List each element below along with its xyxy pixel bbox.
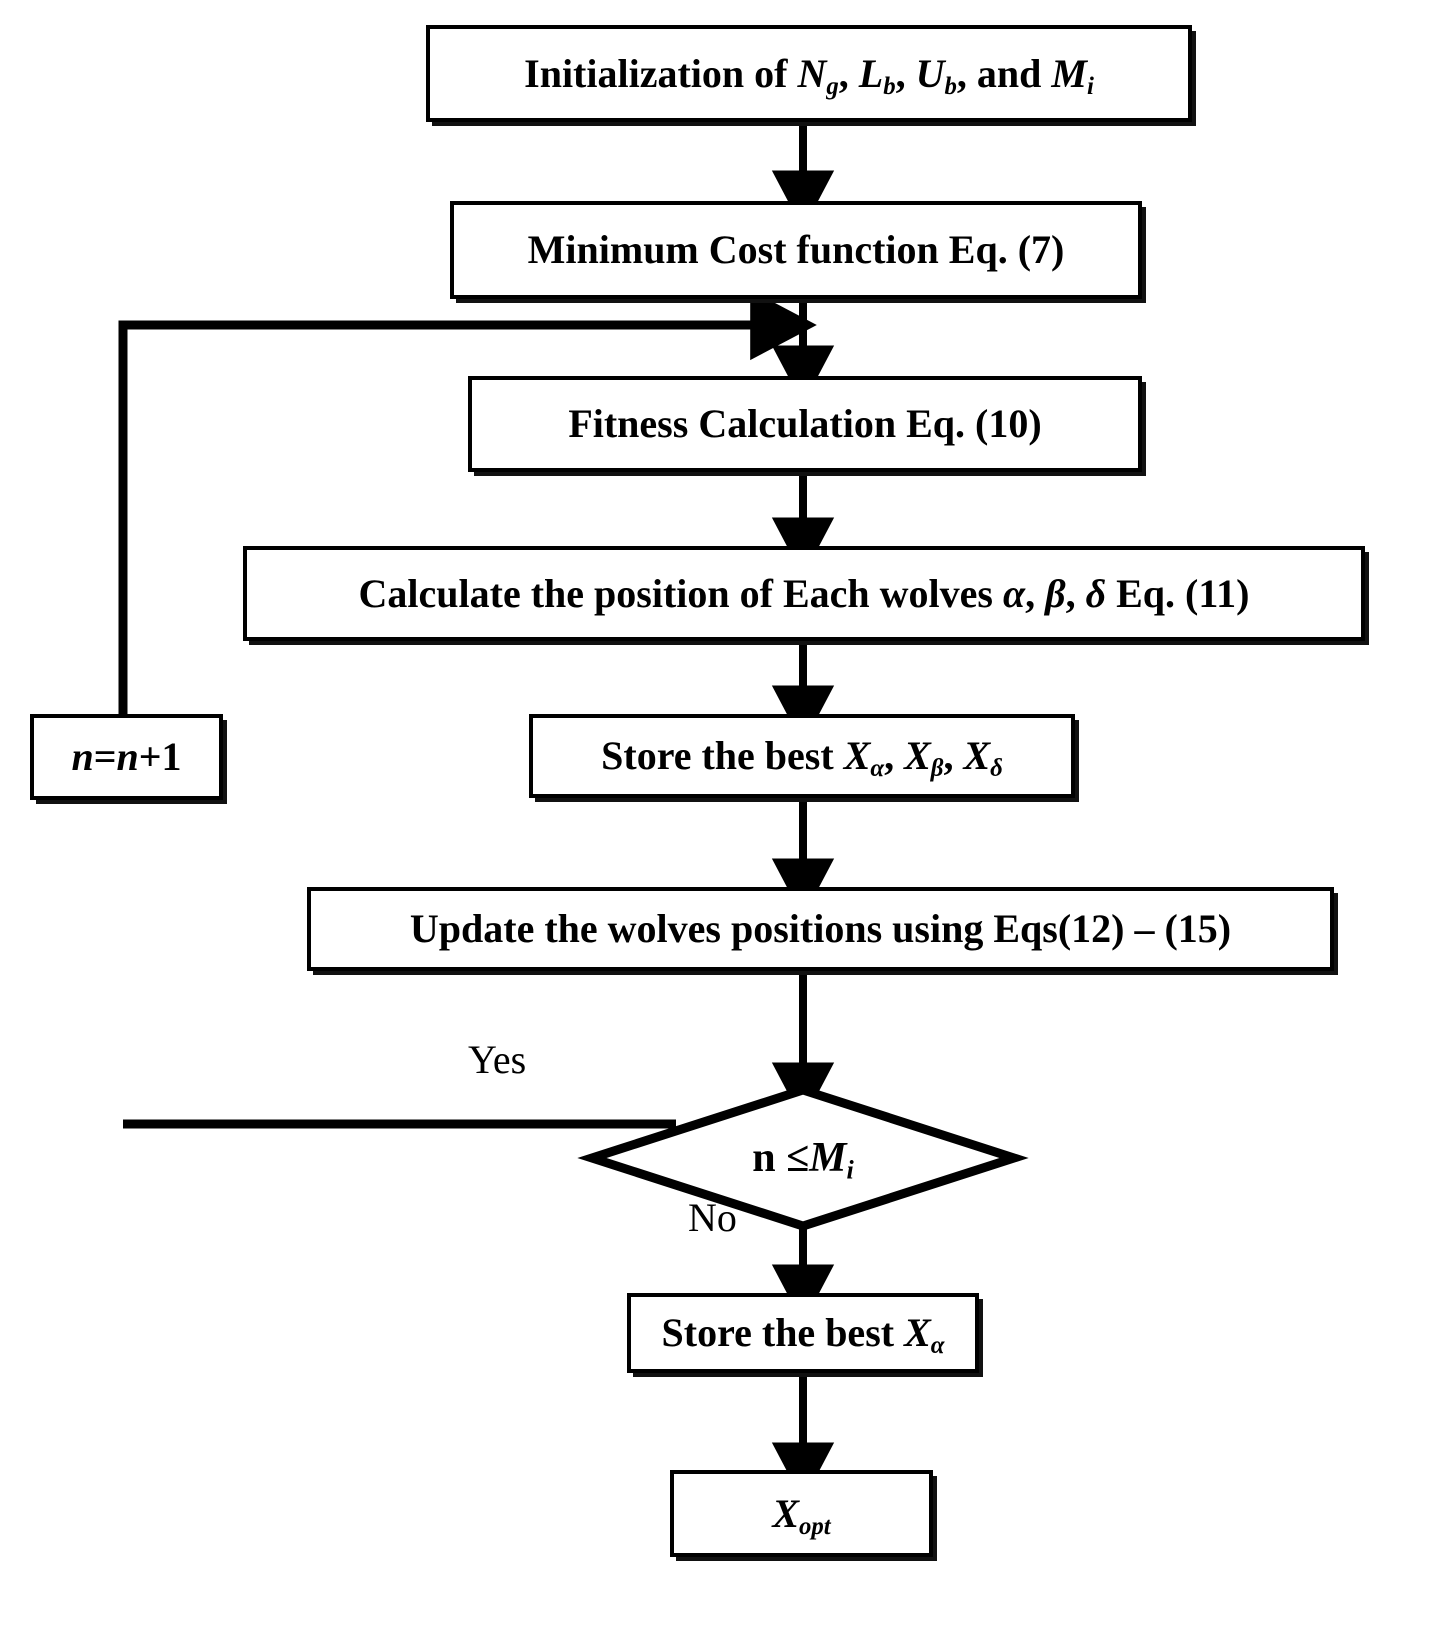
node-minimum-cost-function-label: Minimum Cost function Eq. (7) [527, 227, 1065, 272]
node-calculate-position[interactable]: Calculate the position of Each wolves α,… [243, 546, 1365, 641]
node-update-positions-label: Update the wolves positions using Eqs(12… [409, 906, 1232, 951]
node-fitness-calculation[interactable]: Fitness Calculation Eq. (10) [468, 376, 1142, 472]
edge-label-yes: Yes [468, 1037, 527, 1082]
node-output-optimal[interactable]: Xopt [670, 1470, 933, 1557]
node-increment-counter[interactable]: n=n+1 [30, 714, 223, 800]
node-update-positions[interactable]: Update the wolves positions using Eqs(12… [307, 887, 1334, 971]
node-store-best-alpha[interactable]: Store the best Xα [627, 1293, 979, 1373]
node-decision-iteration-label: n ≤Mi [752, 1135, 854, 1185]
node-store-best-alpha-label: Store the best Xα [661, 1310, 945, 1359]
node-store-best-three[interactable]: Store the best Xα, Xβ, Xδ [529, 714, 1075, 798]
node-fitness-calculation-label: Fitness Calculation Eq. (10) [568, 401, 1042, 446]
node-output-optimal-label: Xopt [772, 1490, 831, 1540]
node-calculate-position-label: Calculate the position of Each wolves α,… [358, 570, 1250, 616]
node-decision-iteration[interactable]: n ≤Mi [592, 1090, 1014, 1226]
node-increment-counter-label: n=n+1 [71, 734, 182, 779]
node-minimum-cost-function[interactable]: Minimum Cost function Eq. (7) [450, 201, 1142, 299]
node-initialization[interactable]: Initialization of Ng, Lb, Ub, and Mi [426, 25, 1192, 122]
node-initialization-label: Initialization of Ng, Lb, Ub, and Mi [524, 50, 1094, 100]
node-store-best-three-label: Store the best Xα, Xβ, Xδ [601, 733, 1003, 782]
edge-label-no: No [688, 1195, 737, 1240]
